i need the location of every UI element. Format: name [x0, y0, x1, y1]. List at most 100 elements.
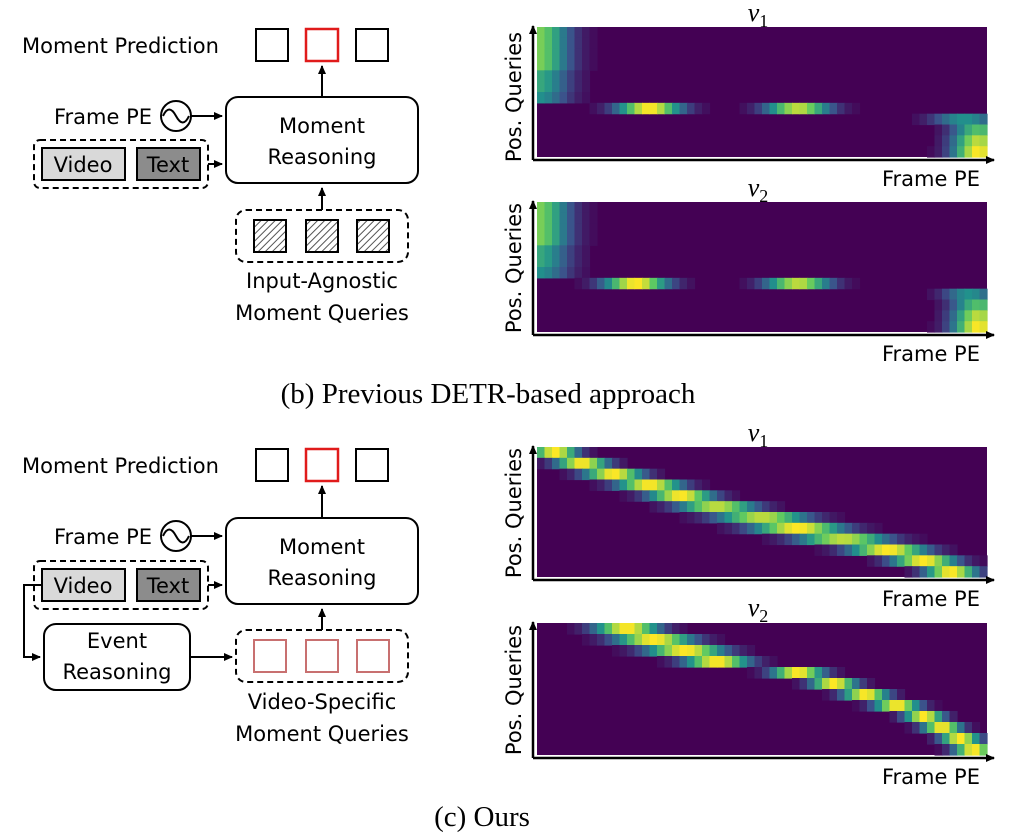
heatmap-cell [829, 522, 838, 535]
heatmap-cell [709, 501, 718, 513]
heatmap-cell [694, 102, 703, 115]
heatmap-cell [762, 533, 771, 546]
heatmap-cell [724, 656, 733, 668]
heatmap-cell [919, 722, 928, 734]
heatmap-cell [844, 277, 853, 290]
heatmap-cell [972, 146, 981, 158]
heatmap-cell [927, 700, 936, 712]
heatmap-cell [754, 102, 763, 115]
heatmap-cell [979, 288, 988, 301]
heatmap-cell [574, 457, 583, 470]
heatmap-cell [679, 656, 688, 668]
heatmap-cell [717, 490, 726, 502]
heatmap-cell [799, 522, 808, 535]
heatmap-cell [649, 490, 658, 502]
heatmap-cell [844, 678, 853, 690]
heatmap-cell [567, 223, 576, 236]
moment-reasoning-line1: Moment [279, 114, 365, 138]
heatmap-cell [912, 566, 921, 578]
heatmap-cell [942, 288, 951, 301]
heatmap-cell [874, 544, 883, 556]
heatmap-cell [552, 81, 561, 93]
heatmap-cell [574, 202, 583, 214]
heatmap-cell [912, 533, 921, 546]
heatmap-cell [604, 479, 613, 491]
heatmap-cell [822, 512, 831, 524]
heatmap-cell [957, 135, 966, 147]
heatmap-cell [537, 202, 546, 214]
heatmap-cell [942, 555, 951, 567]
heatmap-cell [769, 277, 778, 290]
heatmap-cell [574, 92, 583, 104]
heatmap-cell [859, 700, 868, 712]
heatmap-cell [619, 645, 628, 657]
heatmap-cell [702, 102, 711, 115]
heatmap-cell [927, 288, 936, 301]
heatmap-cell [754, 522, 763, 535]
heatmap-cell [979, 299, 988, 311]
heatmap-cell [957, 555, 966, 567]
heatmap-cell [949, 544, 958, 556]
heatmap-cell [589, 27, 598, 39]
heatmap-cell [537, 92, 546, 104]
heatmap-cell [979, 135, 988, 147]
heatmap-cell [537, 234, 546, 246]
heatmap-cell [634, 634, 643, 646]
heatmap-cell [972, 299, 981, 311]
heatmap-cell [792, 522, 801, 535]
heatmap-cell [567, 27, 576, 39]
heatmap-cell [732, 512, 741, 524]
heatmap-cell [957, 124, 966, 136]
heatmap-cell [537, 81, 546, 93]
heatmap-cell [627, 490, 636, 502]
heatmap-cell [822, 277, 831, 290]
heatmap-cell [597, 277, 606, 290]
heatmap-title: v2 [748, 173, 769, 206]
heatmap-cell [544, 223, 553, 236]
heatmap-cell [567, 623, 576, 635]
heatmap-cell [859, 678, 868, 690]
heatmap-cell [724, 501, 733, 513]
heatmap-cell [792, 533, 801, 546]
heatmap-cell [799, 667, 808, 679]
heatmap-cell [559, 59, 568, 71]
heatmap-cell [567, 234, 576, 246]
heatmap-c-v2 [537, 623, 988, 756]
heatmap-cell [837, 544, 846, 556]
video-box [41, 147, 126, 181]
heatmap-cell [717, 522, 726, 535]
heatmap-cell [867, 700, 876, 712]
heatmap-cell [567, 81, 576, 93]
heatmap-cell [567, 256, 576, 268]
section-b-diagram: Moment Prediction Frame PE Moment Reason… [22, 27, 419, 325]
heatmap-cell [882, 689, 891, 701]
heatmap-cell [642, 634, 651, 646]
heatmap-cell [582, 447, 591, 459]
heatmap-cell [799, 277, 808, 290]
heatmap-cell [589, 468, 598, 481]
heatmap-cell [619, 634, 628, 646]
heatmap-cell [814, 678, 823, 690]
heatmap-cell [687, 501, 696, 513]
heatmap-cell [807, 512, 816, 524]
heatmap-cell [777, 277, 786, 290]
heatmap-cell [679, 479, 688, 491]
heatmap-cell [552, 267, 561, 279]
heatmap-cell [829, 544, 838, 556]
heatmap-cell [949, 555, 958, 567]
query-box-video-specific [253, 639, 287, 673]
heatmap-cell [634, 645, 643, 657]
heatmap-cell [552, 70, 561, 82]
heatmap-cell [822, 689, 831, 701]
heatmap-cell [589, 479, 598, 491]
heatmap-cell [912, 700, 921, 712]
heatmap-cell [537, 223, 546, 236]
query-box-video-specific [356, 639, 390, 673]
heatmap-cell [837, 522, 846, 535]
heatmap-cell [747, 656, 756, 668]
heatmap-cell [747, 501, 756, 513]
heatmap-cell [559, 27, 568, 39]
heatmap-cell [934, 555, 943, 567]
heatmap-cell [762, 277, 771, 290]
heatmap-cell [837, 667, 846, 679]
